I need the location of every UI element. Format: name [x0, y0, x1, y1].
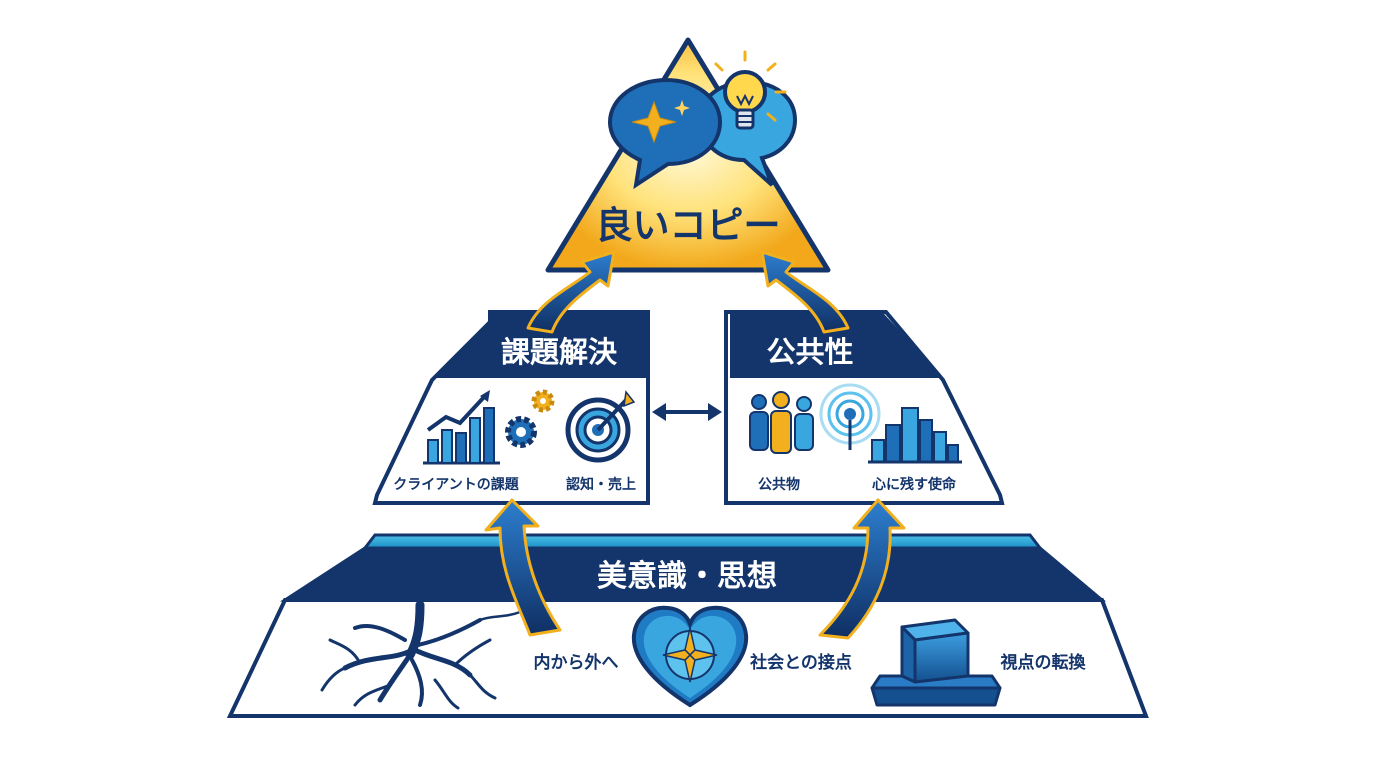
box-icon: [870, 618, 1002, 707]
base-item-label-3: 視点の転換: [1000, 652, 1087, 673]
base-tier: 美意識・思想 内から外へ: [226, 533, 1149, 718]
top-title: 良いコピー: [596, 204, 781, 247]
left-pillar: 課題解決 クライアントの課題 認知・売上: [372, 310, 650, 505]
base-item-label-2: 社会との接点: [749, 652, 852, 673]
arrow-right-upper: [760, 250, 850, 334]
target-icon: [565, 390, 636, 463]
right-pillar-header: [730, 314, 943, 378]
roots-icon: [320, 600, 522, 710]
left-item-label-1: クライアントの課題: [393, 476, 519, 493]
bar-chart-gears-icon: [423, 389, 555, 465]
people-signal-icon: [749, 383, 881, 454]
arrow-left-upper: [526, 250, 616, 334]
top-tier: 良いコピー: [545, 37, 831, 273]
right-pillar-title: 公共性: [766, 335, 853, 369]
speech-bubble-sparkle-icon: [607, 77, 798, 190]
base-top-strip: [361, 533, 1044, 550]
heart-compass-icon: [631, 605, 749, 708]
base-title: 美意識・思想: [597, 559, 777, 594]
base-item-label-1: 内から外へ: [534, 652, 619, 673]
left-pillar-title: 課題解決: [501, 335, 618, 369]
city-skyline-icon: [868, 407, 962, 464]
right-item-label-2: 心に残す使命: [872, 476, 957, 493]
lightbulb-icon: [714, 50, 787, 130]
double-arrow-icon: [652, 403, 722, 421]
arrow-left-lower: [484, 498, 562, 637]
right-item-label-1: 公共物: [758, 476, 800, 493]
left-item-label-2: 認知・売上: [566, 476, 636, 493]
arrow-right-lower: [818, 498, 906, 640]
left-pillar-header: [432, 314, 646, 378]
right-pillar: 公共性 公共物 心に残す使命: [724, 310, 1005, 505]
